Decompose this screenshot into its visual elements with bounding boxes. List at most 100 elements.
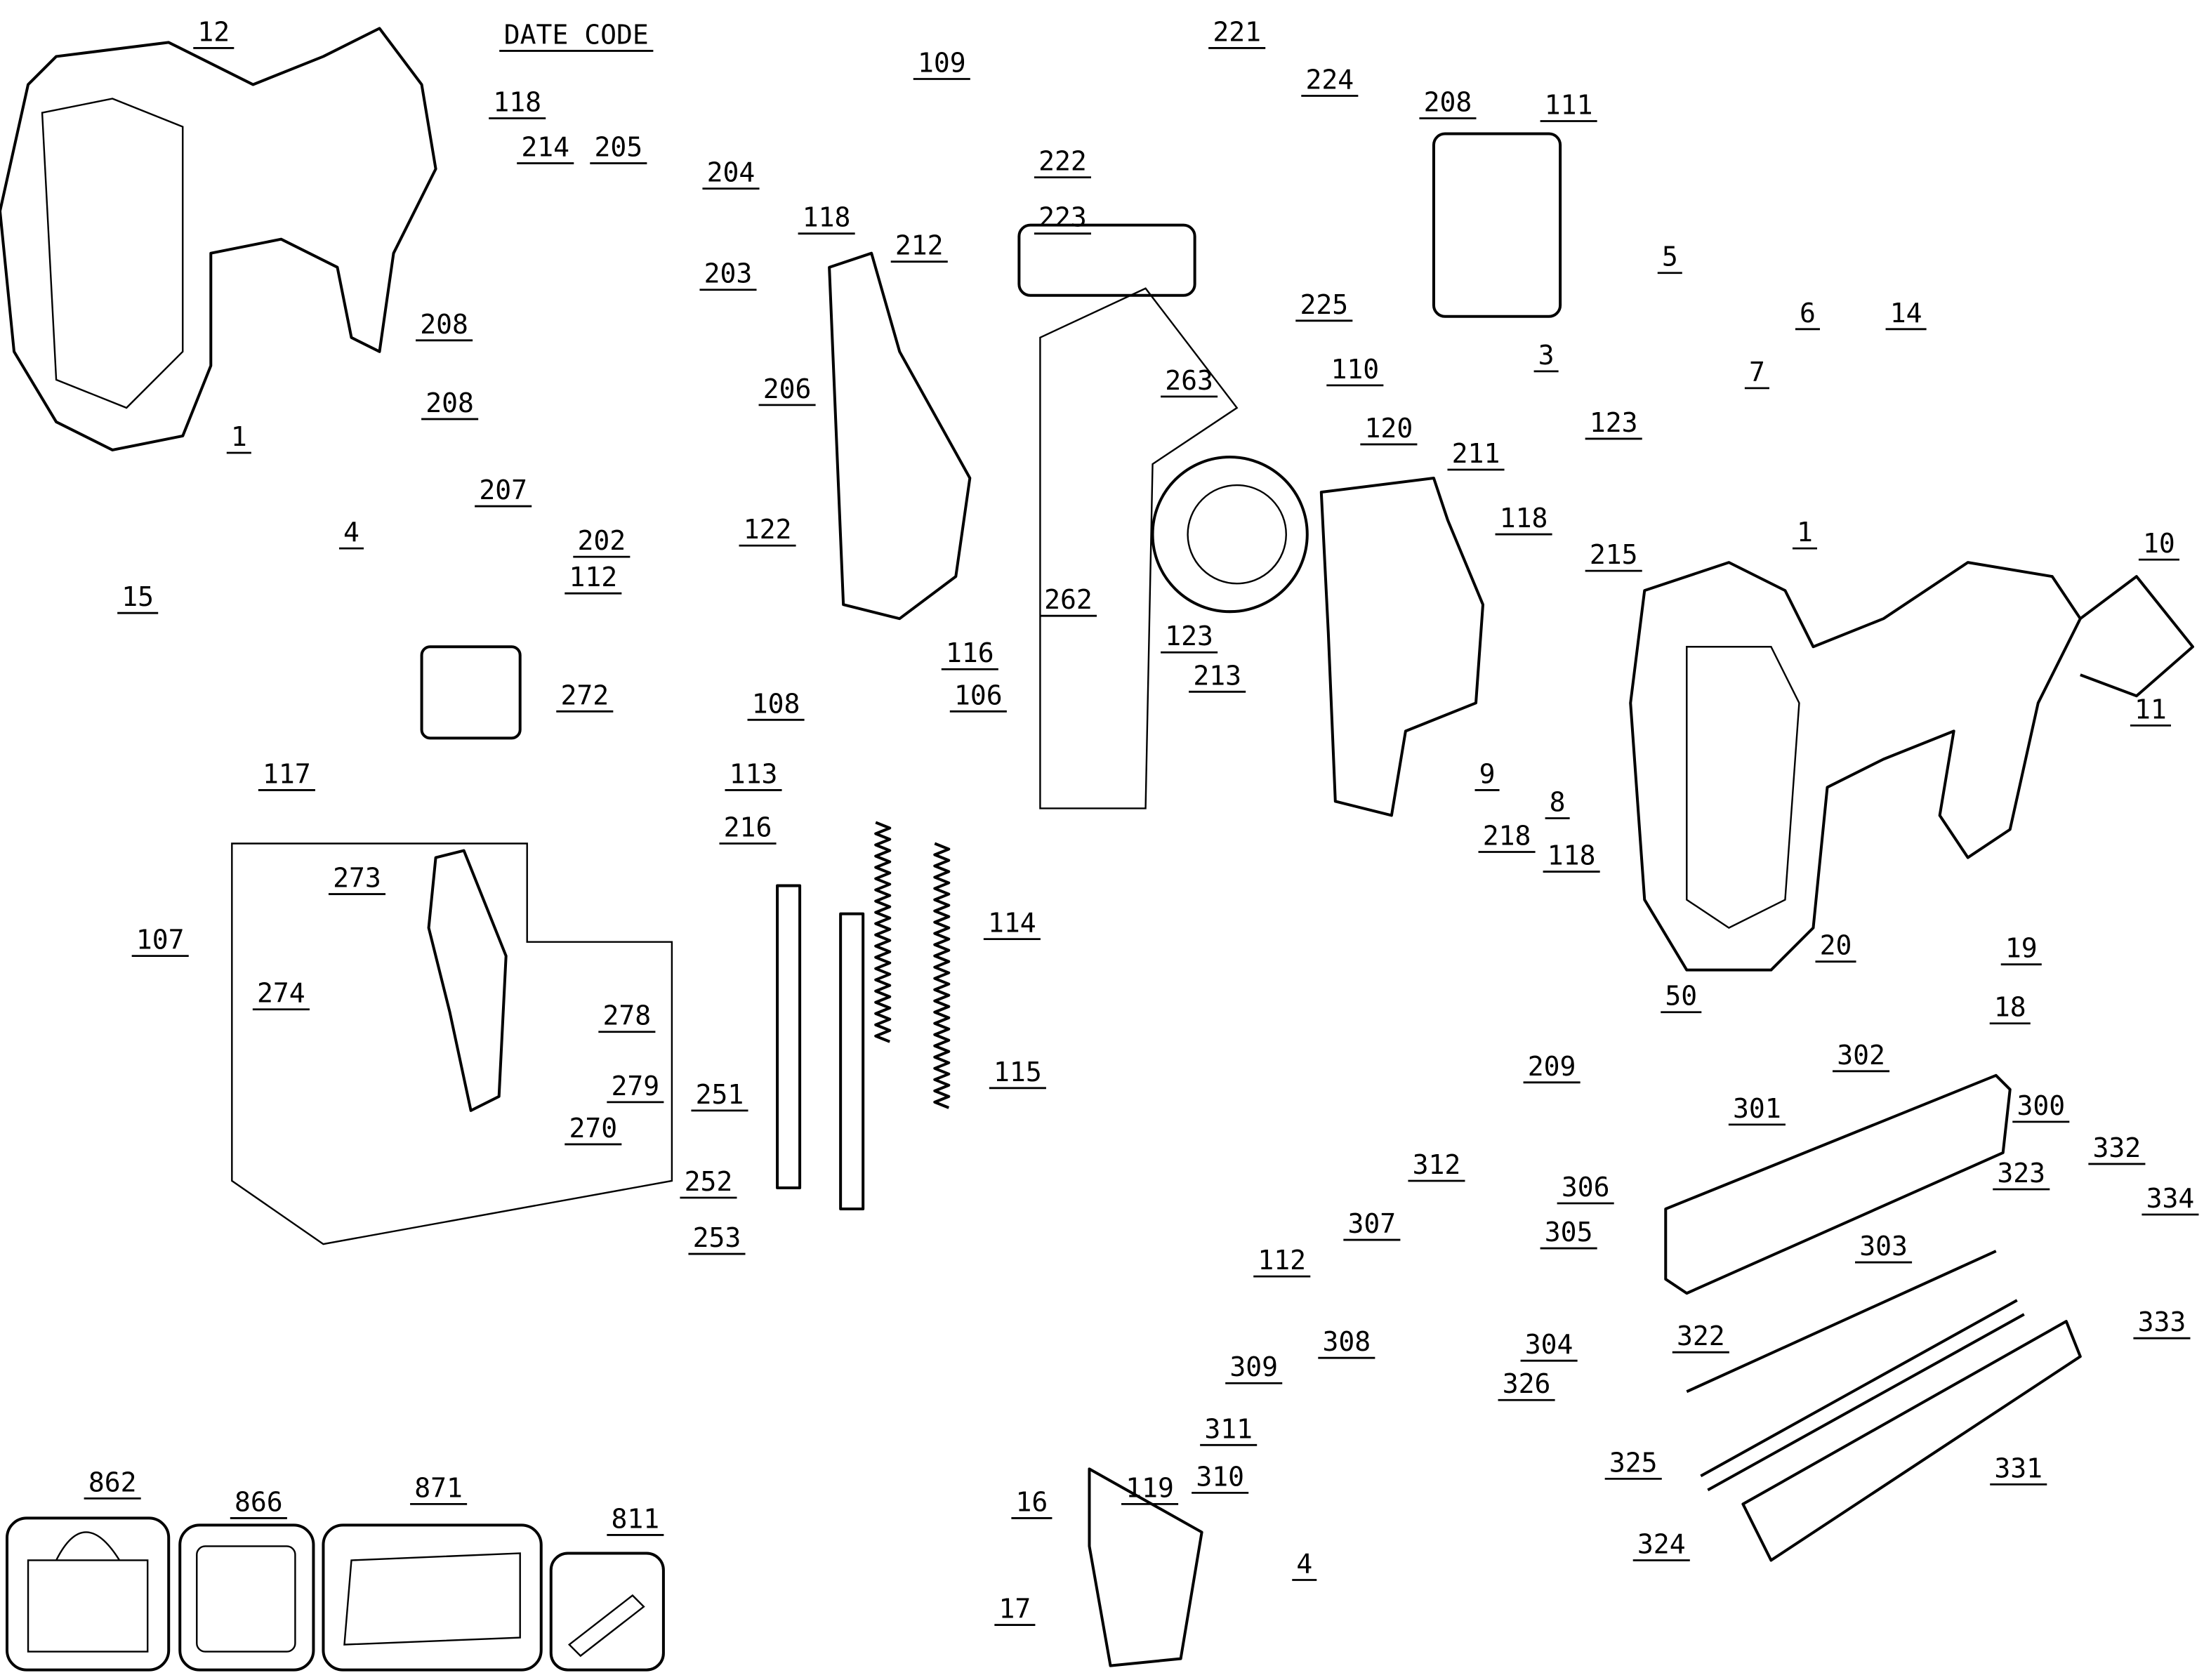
part-label: 208	[420, 309, 468, 340]
spring-114a	[874, 821, 892, 1043]
part-label: 278	[603, 1000, 652, 1031]
part-label: 262	[1044, 584, 1093, 615]
hook-part-10	[2079, 575, 2194, 698]
part-label: 332	[2093, 1132, 2142, 1163]
battery-box-866	[178, 1523, 315, 1672]
date-code-label: DATE CODE	[504, 19, 649, 50]
bag-box-862	[6, 1516, 171, 1672]
part-label: 18	[1994, 992, 2026, 1023]
part-label: 20	[1820, 930, 1852, 961]
part-label: 216	[724, 812, 772, 842]
part-label: 118	[803, 202, 851, 233]
part-label: 302	[1837, 1040, 1885, 1071]
part-label: 118	[1500, 503, 1548, 534]
part-label: 213	[1193, 660, 1241, 691]
part-label: 308	[1322, 1326, 1371, 1357]
right-housing	[1629, 561, 2082, 972]
part-label: 122	[744, 514, 792, 545]
part-label: 107	[136, 925, 185, 955]
part-label: 272	[560, 680, 609, 710]
part-label: 116	[946, 637, 994, 668]
part-label: 324	[1637, 1528, 1686, 1559]
switch-221	[1017, 223, 1196, 297]
part-label: 119	[1126, 1472, 1174, 1503]
part-label: 279	[612, 1071, 660, 1102]
part-label: 123	[1590, 407, 1638, 438]
part-label: 1	[231, 421, 247, 452]
rod-251	[776, 884, 802, 1189]
part-label: 208	[425, 388, 474, 418]
part-label: 325	[1609, 1447, 1658, 1478]
part-label: 9	[1479, 758, 1496, 789]
part-label: 218	[1483, 821, 1531, 852]
part-label: 4	[343, 517, 359, 548]
part-label: 3	[1538, 340, 1555, 371]
part-label: 123	[1165, 621, 1213, 652]
part-label: 118	[1548, 840, 1596, 871]
part-label: 323	[1997, 1158, 2045, 1189]
part-label: 112	[1258, 1245, 1306, 1276]
part-label: 251	[696, 1079, 744, 1110]
part-label: 10	[2143, 528, 2175, 559]
nose-16	[1088, 1467, 1203, 1667]
part-label: 1	[1797, 517, 1813, 548]
part-label: 225	[1300, 289, 1348, 320]
part-label: 306	[1562, 1172, 1610, 1203]
part-label: 322	[1677, 1321, 1725, 1351]
part-label: 273	[333, 863, 381, 894]
assembly-106-outline	[1039, 287, 1239, 809]
part-label: 305	[1545, 1217, 1593, 1248]
part-label: 326	[1503, 1368, 1551, 1399]
pusher-rod-322	[1686, 1250, 1997, 1394]
part-label: 215	[1590, 539, 1638, 570]
part-label: 206	[763, 373, 812, 404]
part-label: 207	[479, 475, 527, 505]
driver-arm-107	[427, 849, 508, 1112]
rod-251b	[839, 912, 865, 1211]
grease-box-811	[549, 1552, 665, 1672]
charger-box-871	[322, 1523, 543, 1672]
frame-212	[828, 251, 972, 621]
part-label: 252	[685, 1166, 733, 1197]
part-label: 221	[1213, 16, 1261, 47]
magazine-301	[1664, 1073, 2012, 1295]
part-label: 224	[1305, 64, 1354, 95]
accessory-label: 811	[612, 1503, 660, 1534]
part-label: 111	[1545, 90, 1593, 121]
part-label: 7	[1749, 357, 1765, 388]
part-label: 309	[1229, 1351, 1278, 1382]
part-label: 222	[1038, 146, 1087, 177]
part-label: 15	[121, 581, 154, 612]
part-label: 106	[954, 680, 1003, 710]
part-label: 274	[257, 978, 305, 1009]
part-label: 4	[1296, 1548, 1312, 1579]
part-label: 12	[197, 16, 230, 47]
part-label: 117	[263, 758, 311, 789]
part-label: 214	[521, 132, 569, 163]
part-label: 270	[569, 1113, 617, 1144]
part-label: 223	[1038, 202, 1087, 233]
part-label: 108	[752, 688, 800, 719]
part-label: 109	[918, 47, 966, 78]
part-label: 120	[1365, 413, 1413, 444]
part-label: 208	[1424, 87, 1472, 118]
part-label: 16	[1016, 1486, 1048, 1517]
part-label: 11	[2134, 694, 2167, 725]
part-label: 334	[2146, 1183, 2195, 1214]
part-label: 204	[707, 157, 755, 188]
part-label: 331	[1994, 1453, 2043, 1483]
part-label: 300	[2017, 1090, 2065, 1121]
motor-272	[420, 645, 522, 740]
part-label: 205	[595, 132, 643, 163]
magazine-cover-331	[1741, 1320, 2082, 1562]
left-housing	[0, 27, 437, 451]
assembly-107-outline	[231, 842, 673, 1245]
accessory-label: 871	[414, 1472, 463, 1503]
part-label: 5	[1662, 242, 1678, 272]
part-label: 212	[895, 230, 944, 261]
spring-324	[1700, 1299, 2025, 1492]
part-label: 19	[2005, 933, 2038, 964]
part-label: 115	[994, 1057, 1042, 1087]
